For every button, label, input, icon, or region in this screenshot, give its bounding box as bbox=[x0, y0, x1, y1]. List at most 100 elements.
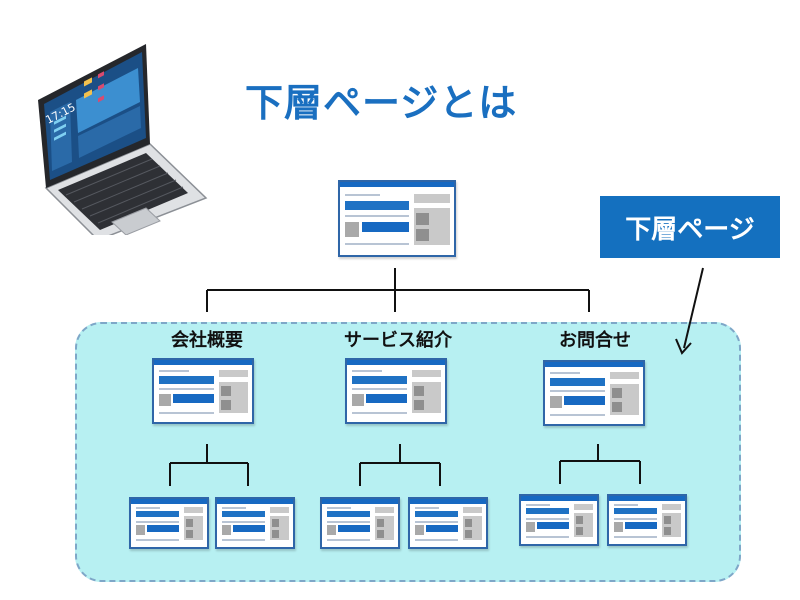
contact-page-thumbnail bbox=[543, 360, 645, 426]
thumbnail-text-line bbox=[526, 504, 550, 506]
company-page-thumbnail bbox=[152, 358, 254, 424]
thumbnail-header-bar bbox=[521, 496, 597, 501]
thumbnail-sidebar-image bbox=[465, 519, 472, 527]
thumbnail-text-line bbox=[222, 539, 265, 541]
thumbnail-hero-block bbox=[136, 511, 179, 517]
thumbnail-content-block bbox=[564, 396, 605, 405]
thumbnail-text-line bbox=[415, 507, 439, 509]
thumbnail-image-block bbox=[550, 396, 562, 408]
thumbnail-content-block bbox=[366, 394, 407, 403]
laptop-icon: 17:15 bbox=[38, 44, 208, 241]
thumbnail-text-line bbox=[136, 521, 179, 523]
thumbnail-sidebar-block bbox=[414, 194, 450, 203]
thumbnail-header-bar bbox=[347, 360, 445, 365]
thumbnail-text-line bbox=[327, 539, 370, 541]
services-subpage-thumbnail-1 bbox=[320, 497, 400, 549]
thumbnail-text-line bbox=[352, 370, 382, 372]
thumbnail-image-block bbox=[352, 394, 364, 406]
thumbnail-hero-block bbox=[352, 376, 407, 384]
thumbnail-sidebar-block bbox=[574, 504, 593, 510]
thumbnail-content-block bbox=[147, 525, 179, 532]
thumbnail-sidebar-image bbox=[416, 213, 429, 225]
company-subpage-thumbnail-2 bbox=[215, 497, 295, 549]
thumbnail-image-block bbox=[526, 522, 535, 532]
thumbnail-text-line bbox=[345, 243, 409, 245]
thumbnail-sidebar-image bbox=[221, 400, 231, 410]
thumbnail-text-line bbox=[222, 521, 265, 523]
thumbnail-hero-block bbox=[327, 511, 370, 517]
thumbnail-sidebar-block bbox=[219, 370, 248, 377]
thumbnail-content-block bbox=[537, 522, 569, 529]
callout-arrow-icon bbox=[675, 267, 704, 355]
thumbnail-sidebar-block bbox=[270, 507, 289, 513]
thumbnail-text-line bbox=[550, 372, 580, 374]
thumbnail-hero-block bbox=[345, 201, 409, 210]
thumbnail-text-line bbox=[159, 388, 214, 390]
thumbnail-text-line bbox=[614, 504, 638, 506]
thumbnail-text-line bbox=[614, 518, 657, 520]
thumbnail-sidebar-image bbox=[465, 530, 472, 538]
thumbnail-text-line bbox=[159, 370, 189, 372]
thumbnail-hero-block bbox=[526, 508, 569, 514]
thumbnail-header-bar bbox=[410, 499, 486, 504]
thumbnail-text-line bbox=[327, 507, 351, 509]
thumbnail-content-block bbox=[625, 522, 657, 529]
thumbnail-hero-block bbox=[159, 376, 214, 384]
thumbnail-content-block bbox=[426, 525, 458, 532]
thumbnail-hero-block bbox=[614, 508, 657, 514]
thumbnail-sidebar-image bbox=[612, 388, 622, 398]
thumbnail-sidebar-image bbox=[414, 400, 424, 410]
thumbnail-text-line bbox=[159, 412, 214, 414]
thumbnail-image-block bbox=[222, 525, 231, 535]
thumbnail-image-block bbox=[136, 525, 145, 535]
thumbnail-sidebar-image bbox=[414, 386, 424, 396]
thumbnail-sidebar-block bbox=[610, 372, 639, 379]
thumbnail-text-line bbox=[550, 390, 605, 392]
thumbnail-header-bar bbox=[322, 499, 398, 504]
thumbnail-sidebar-image bbox=[272, 530, 279, 538]
thumbnail-content-block bbox=[173, 394, 214, 403]
thumbnail-sidebar-image bbox=[186, 530, 193, 538]
contact-subpage-thumbnail-2 bbox=[607, 494, 687, 546]
thumbnail-image-block bbox=[159, 394, 171, 406]
thumbnail-text-line bbox=[526, 536, 569, 538]
thumbnail-text-line bbox=[614, 536, 657, 538]
top-page-thumbnail bbox=[338, 180, 456, 257]
thumbnail-image-block bbox=[345, 222, 359, 237]
page-title: 下層ページとは bbox=[245, 81, 518, 125]
thumbnail-text-line bbox=[352, 388, 407, 390]
thumbnail-sidebar-image bbox=[576, 527, 583, 535]
thumbnail-text-line bbox=[550, 414, 605, 416]
thumbnail-content-block bbox=[362, 222, 409, 232]
thumbnail-text-line bbox=[136, 507, 160, 509]
thumbnail-header-bar bbox=[154, 360, 252, 365]
services-subpage-thumbnail-2 bbox=[408, 497, 488, 549]
thumbnail-sidebar-image bbox=[377, 519, 384, 527]
thumbnail-image-block bbox=[614, 522, 623, 532]
thumbnail-content-block bbox=[338, 525, 370, 532]
thumbnail-sidebar-image bbox=[576, 516, 583, 524]
thumbnail-header-bar bbox=[340, 182, 454, 187]
services-page-thumbnail bbox=[345, 358, 447, 424]
category-label-contact: お問合せ bbox=[559, 330, 631, 351]
thumbnail-text-line bbox=[136, 539, 179, 541]
thumbnail-sidebar-image bbox=[612, 402, 622, 412]
lower-page-callout: 下層ページ bbox=[600, 196, 780, 258]
thumbnail-sidebar-image bbox=[186, 519, 193, 527]
company-subpage-thumbnail-1 bbox=[129, 497, 209, 549]
thumbnail-header-bar bbox=[217, 499, 293, 504]
thumbnail-content-block bbox=[233, 525, 265, 532]
thumbnail-header-bar bbox=[609, 496, 685, 501]
thumbnail-text-line bbox=[345, 215, 409, 217]
thumbnail-text-line bbox=[526, 518, 569, 520]
thumbnail-sidebar-image bbox=[664, 516, 671, 524]
thumbnail-sidebar-block bbox=[463, 507, 482, 513]
thumbnail-sidebar-block bbox=[662, 504, 681, 510]
thumbnail-sidebar-image bbox=[664, 527, 671, 535]
thumbnail-sidebar-image bbox=[272, 519, 279, 527]
thumbnail-hero-block bbox=[222, 511, 265, 517]
thumbnail-image-block bbox=[327, 525, 336, 535]
thumbnail-sidebar-image bbox=[221, 386, 231, 396]
thumbnail-sidebar-block bbox=[412, 370, 441, 377]
thumbnail-hero-block bbox=[415, 511, 458, 517]
